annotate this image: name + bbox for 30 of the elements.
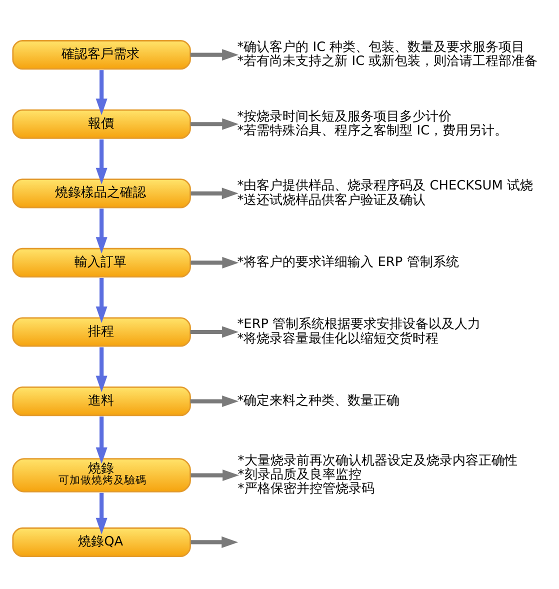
arrow bbox=[96, 208, 108, 254]
arrow bbox=[190, 395, 239, 407]
arrow bbox=[190, 48, 239, 60]
node-box: 燒錄QA bbox=[12, 526, 191, 556]
arrow bbox=[190, 187, 238, 199]
node-text: *ERP 管制系统根据要求安排设备以及人力 *将烧录容量最佳化以缩短交货时程 bbox=[237, 316, 481, 346]
arrow bbox=[96, 70, 108, 115]
node-box: 報價 bbox=[12, 108, 191, 138]
arrow bbox=[96, 277, 108, 322]
node-box: 燒錄 可加做燒烤及驗碼 bbox=[12, 458, 191, 492]
node-text: *确认客户的 IC 种类、包装、数量及要求服务项目 *若有尚未支持之新 IC 或新包装，则洽请工程部准备 bbox=[237, 40, 538, 69]
node-box: 排程 bbox=[12, 316, 191, 346]
arrow bbox=[190, 118, 239, 130]
node-text: *大量烧录前再次确认机器设定及烧录内容正确性 *刻录品质及良率监控 *严格保密并控管烧录码 bbox=[238, 452, 518, 496]
node-text: *由客户提供样品、烧录程序码及 CHECKSUM 试烧 *送还试烧样品供客户验证及确认 bbox=[237, 178, 534, 208]
node-text: *按烧录时间长短及服务项目多少计价 *若需特殊治具、程序之客制型 IC，费用另计。 bbox=[237, 108, 508, 138]
node-box: 燒錄樣品之確認 bbox=[12, 178, 191, 208]
arrow bbox=[190, 326, 239, 338]
arrow bbox=[190, 536, 238, 548]
arrow bbox=[96, 492, 108, 534]
arrow bbox=[190, 256, 239, 268]
arrow bbox=[190, 469, 240, 481]
node-box: 輸入訂單 bbox=[12, 247, 191, 277]
node-box: 確認客戶需求 bbox=[12, 40, 191, 70]
node-text: *将客户的要求详细输入 ERP 管制系统 bbox=[237, 254, 459, 270]
node-text: *确定来料之种类、数量正确 bbox=[237, 393, 400, 408]
arrow bbox=[96, 138, 108, 184]
arrow bbox=[96, 346, 108, 392]
node-box: 進料 bbox=[12, 386, 191, 416]
arrow bbox=[96, 416, 108, 464]
